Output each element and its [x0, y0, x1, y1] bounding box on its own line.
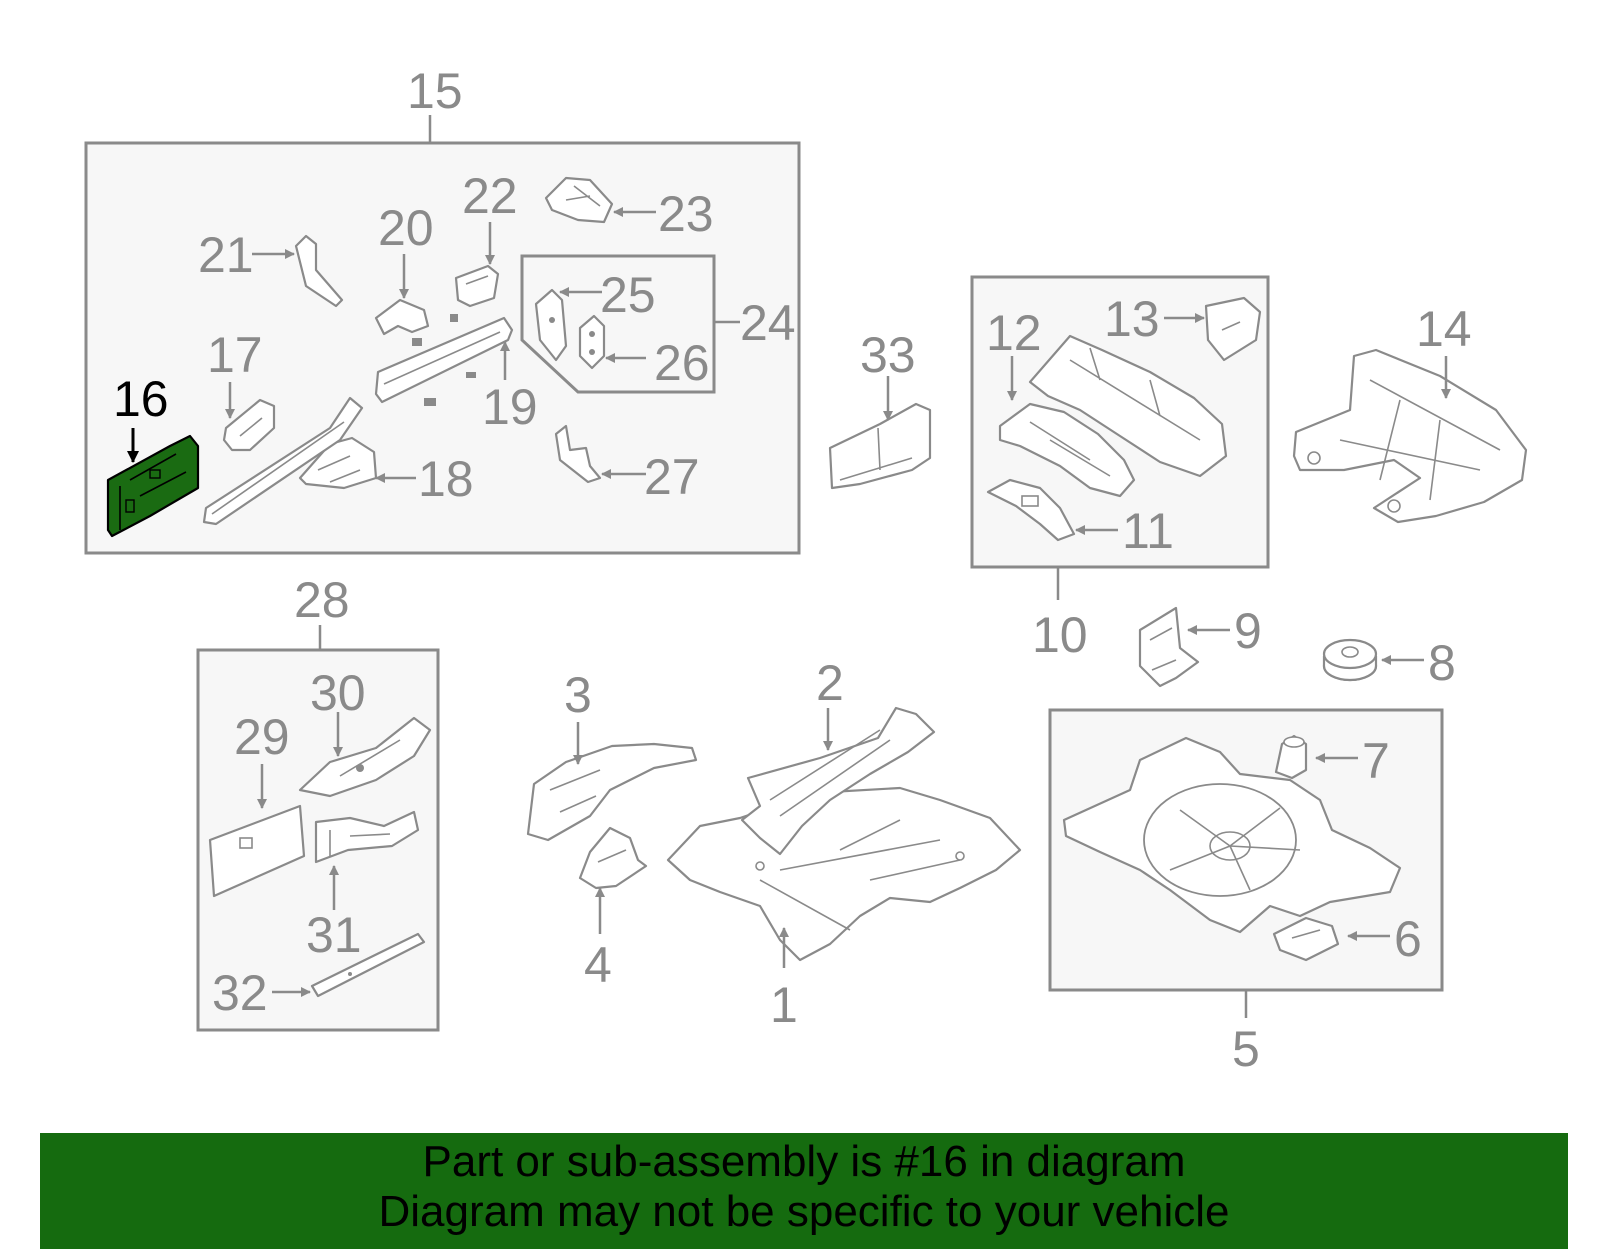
group-box-24	[520, 254, 716, 394]
label-11[interactable]: 11	[1122, 503, 1174, 559]
part-6[interactable]	[1272, 916, 1340, 962]
part-21[interactable]	[294, 234, 344, 308]
part-22[interactable]	[454, 264, 500, 308]
label-4[interactable]: 4	[584, 937, 612, 993]
label-13[interactable]: 13	[1104, 291, 1160, 347]
part-17[interactable]	[222, 398, 276, 452]
part-8[interactable]	[1322, 638, 1378, 682]
label-16[interactable]: 16	[113, 371, 169, 427]
label-25[interactable]: 25	[600, 267, 656, 323]
part-11[interactable]	[986, 478, 1076, 542]
label-8[interactable]: 8	[1428, 635, 1456, 691]
part-26[interactable]	[578, 314, 606, 370]
label-1[interactable]: 1	[770, 977, 798, 1033]
part-31[interactable]	[314, 810, 420, 864]
label-22[interactable]: 22	[462, 168, 518, 224]
label-18[interactable]: 18	[418, 451, 474, 507]
part-7[interactable]	[1274, 734, 1308, 780]
part-32[interactable]	[310, 932, 426, 998]
part-14[interactable]	[1292, 348, 1528, 524]
part-4[interactable]	[578, 826, 648, 890]
label-9[interactable]: 9	[1234, 603, 1262, 659]
label-14[interactable]: 14	[1416, 301, 1472, 357]
label-6[interactable]: 6	[1394, 911, 1422, 967]
part-29[interactable]	[208, 804, 306, 898]
part-12[interactable]	[998, 402, 1136, 498]
part-27[interactable]	[554, 424, 602, 484]
part-20[interactable]	[374, 298, 430, 336]
label-31[interactable]: 31	[306, 907, 362, 963]
part-2[interactable]	[740, 706, 936, 856]
part-1[interactable]	[666, 786, 1022, 962]
label-32[interactable]: 32	[212, 965, 268, 1021]
label-5[interactable]: 5	[1232, 1021, 1260, 1077]
label-26[interactable]: 26	[654, 335, 710, 391]
part-front-rail[interactable]	[202, 396, 364, 526]
part-13[interactable]	[1204, 296, 1262, 362]
label-27[interactable]: 27	[644, 449, 700, 505]
label-33[interactable]: 33	[860, 327, 916, 383]
part-10-assembly-rail[interactable]	[1028, 334, 1228, 478]
label-10[interactable]: 10	[1032, 607, 1088, 663]
label-23[interactable]: 23	[658, 186, 714, 242]
notice-banner: Part or sub-assembly is #16 in diagram D…	[40, 1133, 1568, 1249]
part-25[interactable]	[534, 288, 568, 362]
part-3[interactable]	[526, 742, 698, 842]
label-17[interactable]: 17	[207, 327, 263, 383]
label-3[interactable]: 3	[564, 667, 592, 723]
label-7[interactable]: 7	[1362, 733, 1390, 789]
part-16-highlighted[interactable]	[106, 434, 200, 538]
label-29[interactable]: 29	[234, 709, 290, 765]
part-23[interactable]	[544, 176, 614, 224]
label-30[interactable]: 30	[310, 665, 366, 721]
label-19[interactable]: 19	[482, 379, 538, 435]
label-28[interactable]: 28	[294, 572, 350, 628]
part-5-floor[interactable]	[1062, 736, 1402, 934]
label-12[interactable]: 12	[986, 305, 1042, 361]
part-9[interactable]	[1138, 606, 1200, 688]
label-24[interactable]: 24	[740, 295, 796, 351]
notice-line-1: Part or sub-assembly is #16 in diagram	[422, 1137, 1186, 1186]
label-15[interactable]: 15	[407, 63, 463, 119]
part-30[interactable]	[298, 716, 432, 798]
label-20[interactable]: 20	[378, 200, 434, 256]
part-19[interactable]	[374, 314, 514, 406]
label-21[interactable]: 21	[198, 227, 254, 283]
label-2[interactable]: 2	[816, 655, 844, 711]
notice-line-2: Diagram may not be specific to your vehi…	[378, 1187, 1230, 1236]
part-33[interactable]	[828, 402, 932, 490]
